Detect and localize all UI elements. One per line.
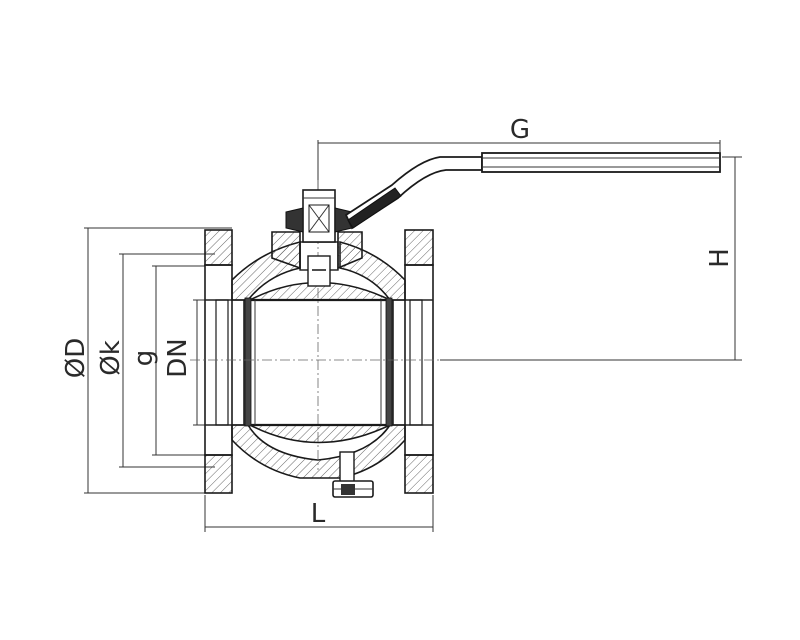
stem — [285, 189, 353, 243]
bonnet — [271, 231, 363, 287]
left-end-connector — [215, 299, 245, 426]
dim-g — [152, 265, 205, 456]
label-D: ØD — [61, 338, 91, 379]
dim-DN — [193, 299, 205, 426]
label-H: H — [705, 248, 735, 268]
right-end-connector — [392, 299, 423, 426]
right-seat — [385, 297, 393, 427]
ball-bottom-segment — [249, 424, 391, 444]
label-DN: DN — [163, 338, 193, 377]
label-G: G — [510, 115, 530, 145]
label-g: g — [129, 350, 159, 367]
drain-plug — [332, 451, 374, 498]
left-seat — [244, 297, 252, 427]
dim-k — [119, 253, 215, 468]
lever-handle — [344, 152, 721, 230]
right-flange — [404, 229, 434, 494]
dim-H — [440, 156, 742, 361]
dimension-labels: G L H ØD Øk g DN — [61, 115, 735, 529]
label-L: L — [311, 499, 326, 529]
label-k: Øk — [96, 340, 126, 376]
valve-body — [190, 180, 440, 498]
dim-L — [204, 495, 434, 532]
dimension-lines — [84, 140, 742, 532]
